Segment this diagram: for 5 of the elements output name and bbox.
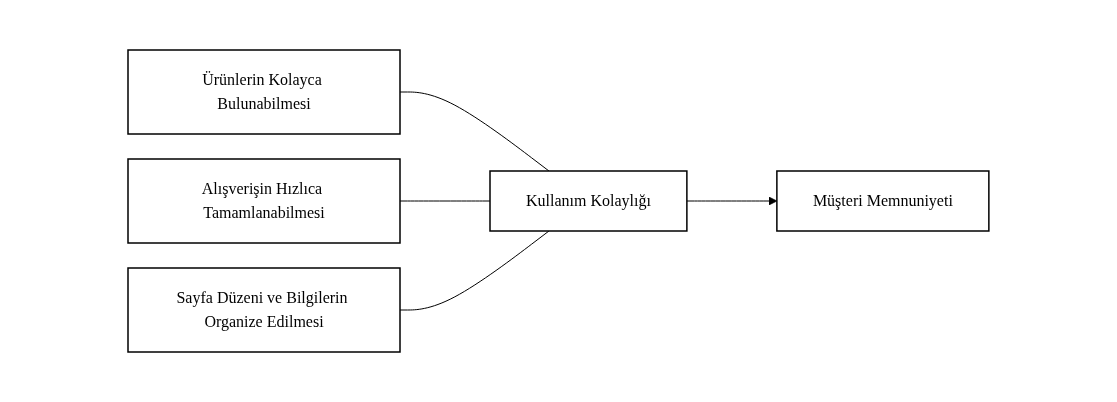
node-box: Ürünlerin Kolayca Bulunabilmesi [127,49,401,135]
node-box: Sayfa Düzeni ve Bilgilerin Organize Edilmesi [127,267,401,353]
node-box: Kullanım Kolaylığı [489,170,688,232]
node-box: Müşteri Memnuniyeti [776,170,990,232]
node-box: Alışverişin Hızlıca Tamamlanabilmesi [127,158,401,244]
